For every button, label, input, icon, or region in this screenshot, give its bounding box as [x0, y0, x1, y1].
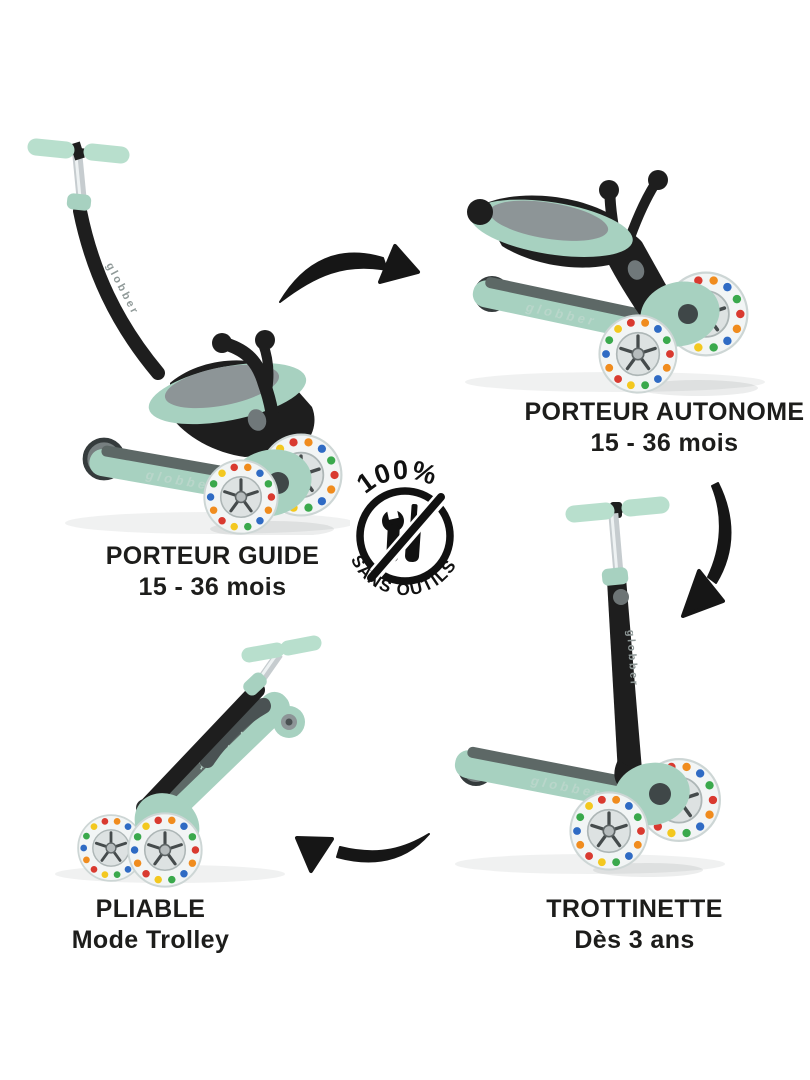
- label-porteur-autonome: PORTEUR AUTONOME 15 - 36 mois: [492, 397, 810, 459]
- clamp: [243, 672, 267, 696]
- handlebar: [565, 496, 670, 523]
- fork-hub: [649, 783, 671, 805]
- pivot-knob: [627, 260, 645, 280]
- label-pliable: PLIABLE Mode Trolley: [0, 894, 323, 956]
- arrow-trottinette-to-pliable-icon: [295, 833, 430, 873]
- scooter-porteur-autonome-illustration: globber: [465, 170, 765, 396]
- folding-stem: [607, 578, 642, 774]
- scooter-porteur-guide-illustration: globber globber: [27, 138, 350, 535]
- front-wheel-left: [202, 458, 280, 535]
- pivot-knob: [247, 409, 267, 431]
- ground-shadow: [65, 512, 350, 534]
- parent-handle-stem: [73, 204, 165, 380]
- trolley-handlebar: [241, 635, 322, 663]
- label-porteur-guide: PORTEUR GUIDE 15 - 36 mois: [40, 541, 385, 603]
- scooter-pliable-illustration: globber: [55, 635, 322, 889]
- seat: [470, 199, 633, 257]
- mode-title: PLIABLE: [95, 895, 206, 923]
- mode-subtitle: Dès 3 ans: [574, 926, 695, 954]
- front-wheel-left: [597, 313, 679, 395]
- clamp: [66, 193, 92, 211]
- seat-end-cap: [467, 199, 493, 225]
- mode-title: PORTEUR GUIDE: [105, 542, 320, 570]
- stem-wordmark: globber: [624, 629, 640, 688]
- ground-shadow: [638, 380, 758, 396]
- fork-hub: [678, 304, 698, 324]
- label-trottinette: TROTTINETTE Dès 3 ans: [462, 894, 807, 956]
- arrow-guide-to-autonome-icon: [279, 244, 420, 303]
- mode-subtitle: 15 - 36 mois: [138, 573, 287, 601]
- folded-seat: [199, 698, 271, 768]
- mode-title: PORTEUR AUTONOME: [524, 398, 805, 426]
- mode-subtitle: Mode Trolley: [71, 926, 230, 954]
- front-wheel-right: [126, 811, 204, 889]
- folding-stem: [137, 682, 265, 816]
- front-wheel-left: [568, 790, 650, 872]
- parent-handlebar: [27, 138, 130, 164]
- scooter-trottinette-illustration: globber globber: [454, 496, 725, 877]
- no-tools-icon: [356, 487, 454, 585]
- slash-icon: [367, 493, 445, 582]
- folded-rear-wheel-cap: [285, 718, 293, 726]
- arrow-autonome-to-trottinette-icon: [681, 482, 732, 618]
- no-tools-badge: 100% SANS OUTILS: [347, 455, 459, 600]
- clamp: [601, 567, 629, 586]
- mode-title: TROTTINETTE: [546, 895, 723, 923]
- pivot-knob: [613, 589, 629, 605]
- mode-subtitle: 15 - 36 mois: [590, 429, 739, 457]
- toddler-handlebar: [212, 330, 281, 474]
